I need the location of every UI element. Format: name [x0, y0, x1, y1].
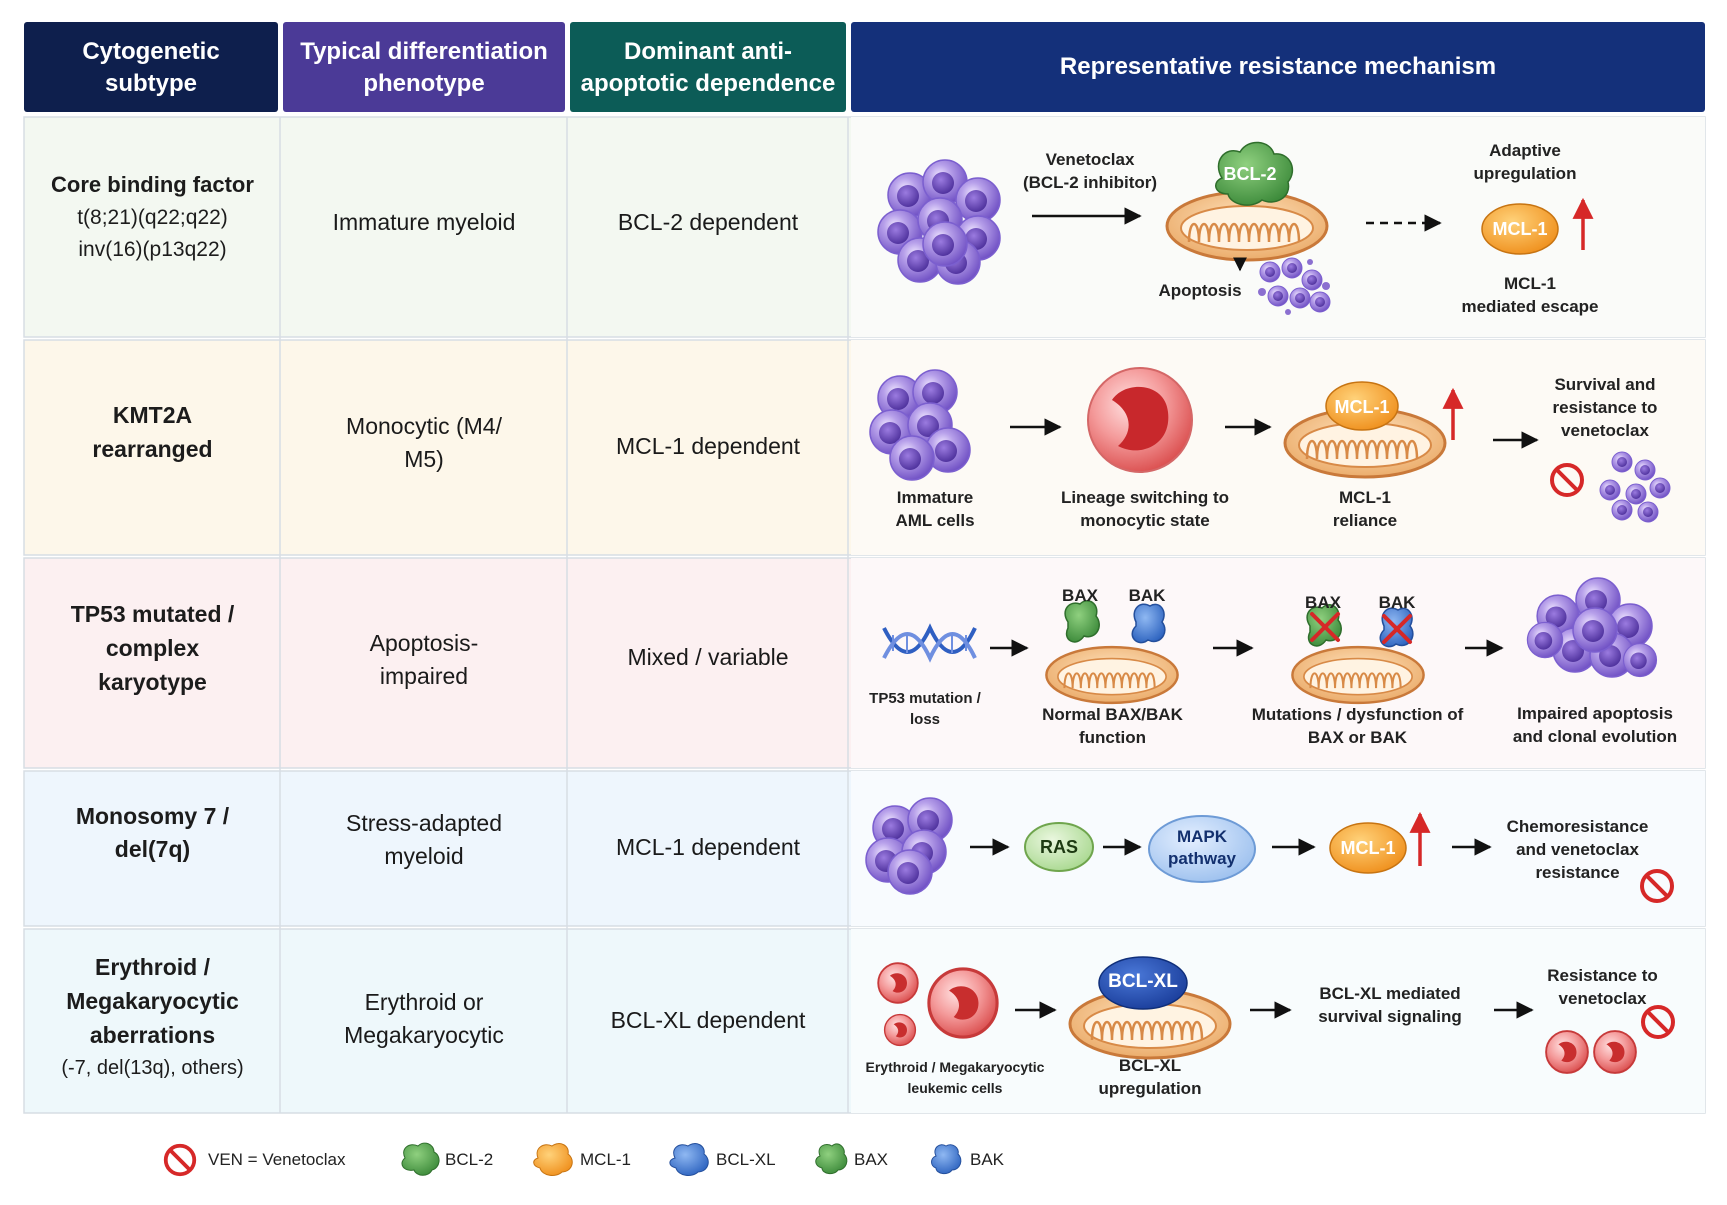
mcl1-reliance-label: MCL-1 reliance [1332, 488, 1398, 530]
row3-dependence: Mixed / variable [627, 644, 789, 670]
ras-badge [1024, 822, 1094, 872]
bcl2-badge-label: BCL-2 [1223, 164, 1277, 184]
legend-bak-blob-icon [931, 1144, 962, 1175]
immature-aml-label: Immature AML cells [895, 488, 975, 530]
adaptive-upregulation-label: Adaptive upregulation [1473, 141, 1577, 183]
row2-subtype: KMT2A rearranged [92, 402, 213, 462]
legend-bax-blob-icon [815, 1143, 848, 1175]
survival-resistance-label: Survival and resistance to venetoclax [1552, 375, 1658, 440]
mapk-badge-label: MAPK pathway [1167, 827, 1237, 868]
bclxl-badge-label: BCL-XL [1108, 971, 1178, 992]
bax-label-normal: BAX [1062, 586, 1098, 605]
bax-label-mutated: BAX [1305, 593, 1341, 612]
row2-phenotype: Monocytic (M4/ M5) [346, 413, 502, 472]
mcl1-escape-label: MCL-1 mediated escape [1461, 274, 1599, 316]
apoptotic-fragments-icon [1258, 257, 1331, 315]
row4-phenotype: Stress-adapted myeloid [346, 810, 502, 869]
row-4-bg [23, 770, 1706, 927]
row4-dependence: MCL-1 dependent [615, 834, 801, 860]
mcl1-badge-label-r1: MCL-1 [1492, 219, 1548, 239]
mcl1-badge-label-r4: MCL-1 [1340, 838, 1396, 858]
header-mechanism: Representative resistance mechanism [1059, 53, 1497, 80]
legend-mcl1-blob-icon [533, 1143, 573, 1176]
mitochondrion-icon-r3a [1045, 645, 1179, 705]
legend-bclxl-blob-icon [669, 1143, 709, 1176]
monocyte-icon [1087, 367, 1193, 473]
legend-ven-label: VEN = Venetoclax [208, 1150, 346, 1169]
header-cell-subtype [24, 22, 278, 112]
mcl1-badge-r4 [1329, 822, 1407, 874]
mcl1-badge-r2 [1325, 381, 1399, 431]
chemoresistance-label: Chemoresistance and venetoclax resistanc… [1506, 817, 1649, 882]
venetoclax-label: Venetoclax (BCL-2 inhibitor) [1022, 150, 1158, 192]
lineage-switching-label: Lineage switching to monocytic state [1060, 488, 1230, 530]
impaired-apoptosis-label: Impaired apoptosis and clonal evolution [1512, 704, 1678, 746]
bak-blob-icon [1131, 603, 1166, 644]
resistant-red-cell-1 [1545, 1030, 1589, 1074]
normal-bax-bak-label: Normal BAX/BAK function [1042, 705, 1183, 747]
mutations-dysfunction-label: Mutations / dysfunction of BAX or BAK [1251, 705, 1464, 747]
mapk-badge [1148, 815, 1256, 883]
header-cell-mechanism [851, 22, 1705, 112]
apoptosis-label: Apoptosis [1158, 281, 1242, 300]
mitochondrion-icon-r3b [1291, 645, 1425, 705]
resistant-red-cell-2 [1593, 1030, 1637, 1074]
legend-mcl1-label: MCL-1 [580, 1150, 632, 1169]
row1-subtype: Core binding factor t(8;21)(q22;q22) inv… [51, 172, 254, 261]
bclxl-badge [1098, 956, 1188, 1010]
header-dependence: Dominant anti- apoptotic dependence [580, 38, 836, 97]
bax-blob-icon [1064, 600, 1100, 643]
ras-badge-label: RAS [1039, 837, 1078, 857]
legend-bcl2-blob-icon [401, 1142, 440, 1176]
resistance-venetoclax-label: Resistance to venetoclax [1547, 966, 1658, 1008]
row5-subtype: Erythroid / Megakaryocytic aberrations (… [61, 954, 244, 1079]
legend-bax-label: BAX [854, 1150, 889, 1169]
tp53-mutation-label: TP53 mutation / loss [869, 690, 981, 728]
header-subtype: Cytogenetic subtype [82, 38, 220, 97]
bcl2-blob-icon [1215, 141, 1294, 206]
bak-label-normal: BAK [1128, 586, 1166, 605]
row2-dependence: MCL-1 dependent [615, 433, 801, 459]
row5-dependence: BCL-XL dependent [610, 1007, 806, 1033]
mcl1-badge-label-r2: MCL-1 [1334, 397, 1390, 417]
header-phenotype: Typical differentiation phenotype [300, 38, 548, 97]
row3-subtype: TP53 mutated / complex karyotype [70, 601, 235, 695]
mcl1-badge-r1 [1481, 203, 1559, 255]
row-3-bg [23, 557, 1706, 769]
row1-phenotype: Immature myeloid [332, 209, 516, 235]
row-2-bg [23, 339, 1706, 556]
row1-dependence: BCL-2 dependent [617, 209, 799, 235]
dna-helix-icon [882, 623, 977, 663]
row4-subtype: Monosomy 7 / del(7q) [75, 803, 230, 862]
cross-icons [1310, 612, 1412, 644]
bclxl-survival-label: BCL-XL mediated survival signaling [1318, 984, 1462, 1026]
bak-label-mutated: BAK [1378, 593, 1416, 612]
header-cell-dependence [570, 22, 846, 112]
legend-no-symbol-icon [163, 1143, 197, 1177]
legend-bclxl-label: BCL-XL [716, 1150, 776, 1169]
row5-phenotype: Erythroid or Megakaryocytic [344, 989, 504, 1048]
legend-bak-label: BAK [970, 1150, 1005, 1169]
leukemic-cells-label: Erythroid / Megakaryocytic leukemic cell… [865, 1059, 1045, 1096]
header-cell-phenotype [283, 22, 565, 112]
legend-bcl2-label: BCL-2 [445, 1150, 494, 1169]
bclxl-upregulation-label: BCL-XL upregulation [1098, 1056, 1202, 1098]
row3-phenotype: Apoptosis- impaired [369, 630, 479, 689]
